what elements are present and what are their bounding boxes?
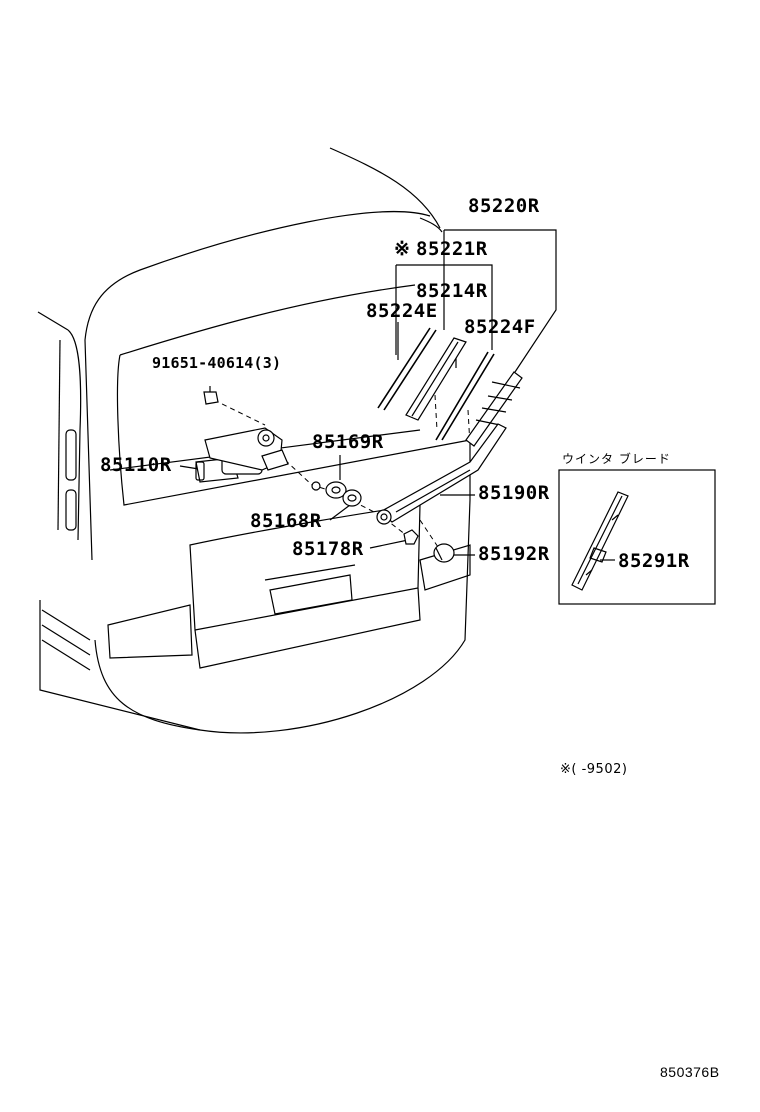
label-85224E: 85224E [366, 300, 438, 322]
diagram-code: 850376B [660, 1064, 720, 1080]
label-85169R: 85169R [312, 431, 384, 453]
wiper-blade-refill-85224E [377, 327, 437, 411]
nut-85168R [342, 489, 362, 507]
wiper-motor-85110R [195, 427, 289, 483]
label-85190R: 85190R [478, 482, 550, 504]
label-85214R: 85214R [416, 280, 488, 302]
washer-85169R [325, 481, 347, 499]
nut-85178R [403, 529, 419, 545]
footnote-mark: ※( -9502) [560, 762, 628, 777]
cap-85192R [433, 543, 455, 563]
label-85168R: 85168R [250, 510, 322, 532]
label-85221R-mark: ※ [394, 238, 411, 260]
wiper-blade-assembly-85221R [465, 371, 523, 447]
label-85192R: 85192R [478, 543, 550, 565]
label-85291R: 85291R [618, 550, 690, 572]
label-85220R: 85220R [468, 195, 540, 217]
bolt-91651 [203, 386, 219, 405]
label-85221R: 85221R [416, 238, 488, 260]
grommet-small [311, 481, 321, 491]
label-85110R: 85110R [100, 454, 172, 476]
wiper-blade-refill-85224F [435, 351, 495, 441]
wiper-arm-85190R [376, 423, 507, 525]
label-91651-40614: 91651-40614(3) [152, 354, 282, 372]
wiper-blade-85214R [405, 337, 467, 421]
inset-title: ウインタ ブレード [562, 452, 671, 466]
label-85178R: 85178R [292, 538, 364, 560]
label-85224F: 85224F [464, 316, 536, 338]
inset-winter-blade [558, 469, 716, 605]
